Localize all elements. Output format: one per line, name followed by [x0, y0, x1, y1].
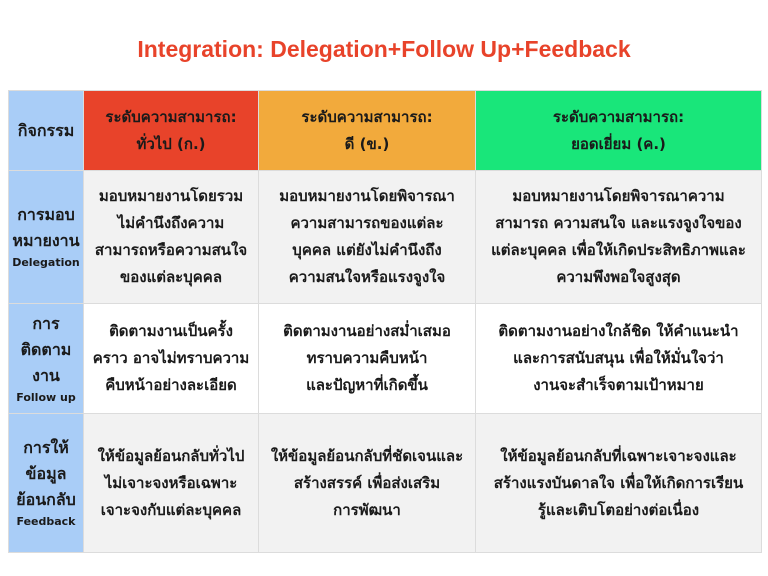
header-activity: กิจกรรม — [8, 90, 84, 171]
description-line: สร้างสรรค์ เพื่อส่งเสริม — [293, 473, 441, 492]
description-line: ติดตามงานอย่างใกล้ชิด ให้คำแนะนำ — [498, 322, 739, 340]
activity-label: งาน — [32, 365, 60, 385]
description-cell: มอบหมายงานโดยพิจารณาความสามารถ ความสนใจ … — [475, 170, 762, 304]
description-cell: มอบหมายงานโดยรวมไม่คำนึงถึงความสามารถหรื… — [83, 170, 259, 304]
activity-cell: การติดตามงาน Follow up — [8, 303, 84, 414]
description-line: สามารถหรือความสนใจ — [94, 241, 248, 259]
description-line: ความสนใจหรือแรงจูงใจ — [288, 268, 446, 286]
header-level-excellent: ระดับความสามารถ: ยอดเยี่ยม (ค.) — [475, 90, 762, 171]
description-cell: ให้ข้อมูลย้อนกลับที่ชัดเจนและสร้างสรรค์ … — [258, 413, 476, 553]
activity-cell: การมอบหมายงาน Delegation — [8, 170, 84, 304]
header-line: ยอดเยี่ยม (ค.) — [571, 134, 666, 153]
description-cell: ให้ข้อมูลย้อนกลับที่เฉพาะเจาะจงและสร้างแ… — [475, 413, 762, 553]
description-line: คืบหน้าอย่างละเอียด — [105, 376, 237, 394]
description-line: มอบหมายงานโดยรวม — [98, 187, 244, 205]
activity-label: ข้อมูล — [25, 464, 67, 483]
description-cell: ติดตามงานเป็นครั้งคราว อาจไม่ทราบความคืบ… — [83, 303, 259, 414]
description-line: บุคคล แต่ยังไม่คำนึงถึง — [292, 241, 442, 259]
description-line: และปัญหาที่เกิดขึ้น — [306, 376, 428, 394]
header-line: ทั่วไป (ก.) — [136, 134, 206, 153]
header-level-good: ระดับความสามารถ: ดี (ข.) — [258, 90, 476, 171]
description-line: ให้ข้อมูลย้อนกลับที่เฉพาะเจาะจงและ — [500, 446, 737, 465]
description-line: งานจะสำเร็จตามเป้าหมาย — [533, 376, 704, 394]
activity-english-label: Follow up — [16, 390, 76, 404]
description-line: และการสนับสนุน เพื่อให้มั่นใจว่า — [513, 349, 724, 367]
table-row-follow-up: การติดตามงาน Follow up ติดตามงานเป็นครั้งค… — [8, 303, 762, 414]
description-line: ของแต่ละบุคคล — [119, 268, 223, 286]
activity-cell: การให้ข้อมูลย้อนกลับ Feedback — [8, 413, 84, 553]
header-line: ระดับความสามารถ: — [105, 107, 237, 126]
description-line: คราว อาจไม่ทราบความ — [92, 349, 250, 367]
description-line: การพัฒนา — [333, 500, 401, 519]
activity-english-label: Feedback — [16, 515, 76, 528]
description-line: แต่ละบุคคล เพื่อให้เกิดประสิทธิภาพและ — [491, 241, 746, 259]
description-line: รู้และเติบโตอย่างต่อเนื่อง — [537, 500, 700, 519]
activity-label: การมอบ — [17, 205, 75, 224]
description-line: ติดตามงานเป็นครั้ง — [109, 322, 233, 340]
description-line: ให้ข้อมูลย้อนกลับที่ชัดเจนและ — [270, 446, 464, 465]
description-line: ทราบความคืบหน้า — [306, 349, 428, 367]
header-line: ระดับความสามารถ: — [552, 107, 685, 126]
description-line: มอบหมายงานโดยพิจารณา — [279, 187, 455, 205]
page-title: Integration: Delegation+Follow Up+Feedba… — [137, 36, 631, 62]
header-row: กิจกรรม ระดับความสามารถ: ทั่วไป (ก.) ระดั… — [8, 90, 762, 171]
description-line: เจาะจงกับแต่ละบุคคล — [100, 500, 242, 519]
description-line: ไม่คำนึงถึงความ — [117, 214, 225, 232]
description-line: ให้ข้อมูลย้อนกลับทั่วไป — [97, 446, 245, 465]
header-line: ดี (ข.) — [344, 134, 390, 153]
description-cell: ติดตามงานอย่างสม่ำเสมอทราบความคืบหน้าและ… — [258, 303, 476, 414]
description-line: ความพึงพอใจสูงสุด — [556, 268, 681, 286]
header-line: ระดับความสามารถ: — [301, 107, 433, 126]
activity-label: การ — [32, 313, 60, 333]
activity-english-label: Delegation — [12, 256, 80, 269]
activity-label: หมายงาน — [12, 231, 80, 250]
description-line: สามารถ ความสนใจ และแรงจูงใจของ — [495, 214, 742, 232]
activity-label: ย้อนกลับ — [16, 490, 76, 509]
activity-label: การให้ — [23, 438, 69, 457]
description-cell: ติดตามงานอย่างใกล้ชิด ให้คำแนะนำและการสน… — [475, 303, 762, 414]
header-level-general: ระดับความสามารถ: ทั่วไป (ก.) — [83, 90, 259, 171]
description-line: สร้างแรงบันดาลใจ เพื่อให้เกิดการเรียน — [493, 473, 744, 492]
description-cell: มอบหมายงานโดยพิจารณาความสามารถของแต่ละบุ… — [258, 170, 476, 304]
table-row-feedback: การให้ข้อมูลย้อนกลับ Feedback ให้ข้อมูลย้อ… — [8, 413, 762, 553]
description-line: มอบหมายงานโดยพิจารณาความ — [512, 187, 725, 205]
description-cell: ให้ข้อมูลย้อนกลับทั่วไปไม่เจาะจงหรือเฉพา… — [83, 413, 259, 553]
description-line: ไม่เจาะจงหรือเฉพาะ — [104, 473, 238, 492]
integration-table: กิจกรรม ระดับความสามารถ: ทั่วไป (ก.) ระดั… — [8, 90, 762, 553]
description-line: ติดตามงานอย่างสม่ำเสมอ — [283, 322, 451, 340]
activity-label: ติดตาม — [20, 339, 72, 359]
description-line: ความสามารถของแต่ละ — [290, 214, 444, 232]
